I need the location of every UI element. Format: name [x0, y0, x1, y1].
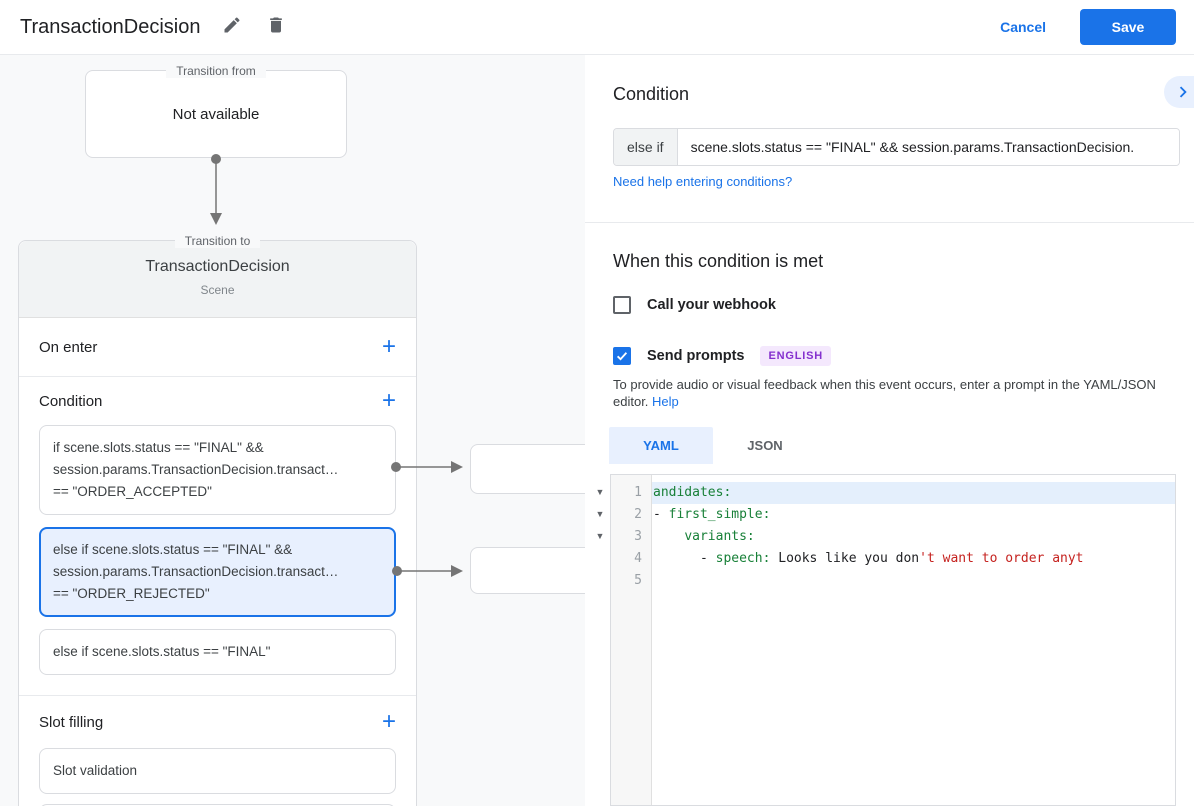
fold-arrow-icon[interactable]: ▼ [595, 487, 605, 497]
condition-card-line: else if scene.slots.status == "FINAL" && [53, 542, 293, 557]
fold-arrow-icon[interactable]: ▼ [595, 509, 605, 519]
condition-card-line: else if scene.slots.status == "FINAL" [53, 644, 271, 659]
condition-detail-panel: Condition else if Need help entering con… [585, 55, 1194, 806]
line-number: 4 [634, 551, 642, 566]
prompt-description: To provide audio or visual feedback when… [613, 376, 1169, 410]
transition-from-box: Transition from Not available [85, 64, 347, 158]
language-badge: ENGLISH [760, 346, 831, 366]
line-number: 5 [634, 573, 642, 588]
cancel-button[interactable]: Cancel [1000, 19, 1046, 35]
code-line-4: - speech: Looks like you don't want to o… [653, 551, 1084, 566]
send-prompts-checkbox[interactable] [613, 347, 631, 365]
condition-card-line: session.params.TransactionDecision.trans… [53, 564, 339, 579]
add-on-enter-button[interactable]: + [381, 333, 396, 360]
condition-section: Condition + if scene.slots.status == "FI… [19, 377, 416, 696]
panel-title: Condition [613, 84, 690, 104]
transition-target-box-2[interactable] [470, 547, 585, 594]
panel-divider [585, 222, 1194, 223]
checkmark-icon [615, 349, 629, 363]
condition-met-title: When this condition is met [613, 251, 824, 271]
pencil-icon [222, 15, 242, 40]
code-area[interactable]: andidates: - first_simple: variants: - s… [652, 475, 1175, 805]
prompt-description-text: To provide audio or visual feedback when… [613, 377, 1156, 409]
code-line-3: variants: [684, 529, 755, 544]
save-button[interactable]: Save [1080, 9, 1176, 45]
webhook-label: Call your webhook [647, 297, 776, 313]
transition-from-content: Not available [172, 105, 260, 123]
condition-help-link[interactable]: Need help entering conditions? [613, 174, 793, 189]
slot-card-line: Slot validation [53, 763, 138, 778]
tab-json[interactable]: JSON [747, 438, 783, 453]
code-line-1: andidates: [652, 482, 1175, 504]
trash-icon [266, 15, 286, 40]
send-prompts-row: Send prompts ENGLISH [613, 346, 831, 366]
tab-yaml[interactable]: YAML [609, 427, 713, 464]
scene-header: TransactionDecision Scene [19, 241, 416, 318]
line-number: 1 [634, 485, 642, 500]
chevron-right-icon [1172, 81, 1194, 103]
fold-arrow-icon[interactable]: ▼ [595, 531, 605, 541]
line-number: 3 [634, 529, 642, 544]
condition-card-line: == "ORDER_ACCEPTED" [53, 484, 212, 499]
condition-section-label: Condition [39, 392, 103, 410]
transition-to-box: Transition to TransactionDecision Scene … [18, 234, 417, 806]
condition-card-line: == "ORDER_REJECTED" [53, 586, 210, 601]
condition-expression-input[interactable] [677, 129, 1179, 165]
prompt-help-link[interactable]: Help [652, 394, 679, 409]
transition-target-box-1[interactable] [470, 444, 585, 494]
on-enter-label: On enter [39, 338, 98, 356]
condition-card-line: session.params.TransactionDecision.trans… [53, 462, 339, 477]
condition-card-rejected-selected[interactable]: else if scene.slots.status == "FINAL" &&… [39, 527, 396, 617]
webhook-row: Call your webhook [613, 296, 776, 314]
condition-prefix-label: else if [614, 129, 678, 165]
slot-validation-card[interactable]: Slot validation [39, 748, 396, 794]
line-number: 2 [634, 507, 642, 522]
top-bar: TransactionDecision Cancel Save [0, 0, 1194, 55]
page-title: TransactionDecision [20, 15, 201, 38]
code-fold-column: ▼ ▼ ▼ [593, 481, 607, 547]
yaml-code-editor[interactable]: 1 2 3 4 5 andidates: - first_simple: var… [610, 474, 1176, 806]
slot-filling-label: Slot filling [39, 713, 104, 731]
condition-card-line: if scene.slots.status == "FINAL" && [53, 440, 264, 455]
send-prompts-label: Send prompts [647, 348, 745, 364]
add-slot-button[interactable]: + [381, 708, 396, 735]
code-line-2: - first_simple: [653, 507, 771, 522]
condition-card-final[interactable]: else if scene.slots.status == "FINAL" [39, 629, 396, 675]
transition-to-legend: Transition to [174, 234, 261, 248]
webhook-checkbox[interactable] [613, 296, 631, 314]
edit-title-button[interactable] [220, 15, 244, 39]
slot-filling-section: Slot filling + Slot validation [19, 696, 416, 806]
collapse-panel-button[interactable] [1164, 76, 1194, 108]
editor-tabs: YAML JSON [609, 427, 817, 464]
on-enter-row: On enter + [19, 318, 416, 377]
add-condition-button[interactable]: + [381, 387, 396, 414]
line-number-gutter: 1 2 3 4 5 [611, 475, 652, 805]
scene-name: TransactionDecision [145, 258, 290, 275]
condition-card-accepted[interactable]: if scene.slots.status == "FINAL" && sess… [39, 425, 396, 515]
condition-input-group: else if [613, 128, 1180, 166]
code-line-5 [652, 570, 1175, 592]
transition-from-legend: Transition from [166, 64, 266, 78]
scene-canvas: Transition from Not available Transition… [0, 55, 585, 806]
delete-scene-button[interactable] [264, 15, 288, 39]
scene-type-label: Scene [200, 283, 235, 297]
